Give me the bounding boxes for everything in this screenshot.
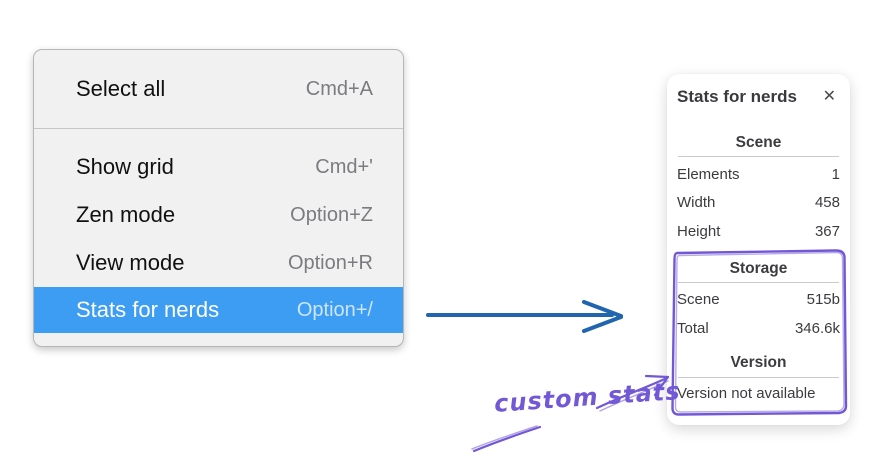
version-note: Version not available	[677, 384, 816, 402]
stat-label: Total	[677, 319, 709, 337]
stat-row-scene-size: Scene 515b	[677, 286, 840, 315]
blue-arrow	[426, 300, 623, 333]
menu-item-stats-for-nerds[interactable]: Stats for nerds Option+/	[34, 287, 403, 333]
menu-item-shortcut: Option+/	[296, 298, 373, 321]
annotation-tail-stroke	[471, 425, 542, 453]
section-heading-storage: Storage	[729, 259, 788, 277]
stat-label: Height	[677, 222, 721, 240]
storage-rows: Scene 515b Total 346.6k	[677, 283, 840, 343]
menu-item-label: Select all	[76, 76, 166, 101]
menu-item-shortcut: Cmd+'	[315, 155, 373, 178]
annotation-arrow	[595, 374, 670, 412]
menu-divider	[34, 128, 403, 129]
menu-item-select-all[interactable]: Select all Cmd+A	[34, 50, 403, 128]
menu-item-label: Zen mode	[76, 202, 176, 227]
menu-item-label: View mode	[76, 250, 185, 275]
close-icon[interactable]: ✕	[822, 88, 836, 105]
stat-value: 1	[831, 165, 840, 183]
menu-item-view-mode[interactable]: View mode Option+R	[34, 239, 403, 287]
stat-label: Elements	[677, 165, 740, 183]
annotation-label: custom stats	[493, 376, 682, 418]
stat-label: Scene	[677, 291, 720, 309]
stat-value: 346.6k	[794, 319, 840, 337]
stat-row-width: Width 458	[677, 189, 840, 218]
menu-item-label: Show grid	[76, 154, 174, 179]
stat-row-total-size: Total 346.6k	[677, 314, 840, 343]
stat-value: 367	[814, 222, 840, 240]
scene-rows: Elements 1 Width 458 Height 367	[677, 157, 840, 246]
menu-item-shortcut: Cmd+A	[305, 77, 373, 100]
stat-row-elements: Elements 1	[677, 160, 840, 189]
section-heading-scene: Scene	[735, 134, 782, 151]
menu-item-show-grid[interactable]: Show grid Cmd+'	[34, 143, 403, 191]
stats-panel: Stats for nerds ✕ Scene Elements 1 Width…	[667, 74, 850, 425]
stat-row-height: Height 367	[677, 217, 840, 246]
stat-value: 515b	[806, 291, 840, 309]
section-heading-version: Version	[730, 353, 787, 371]
menu-item-shortcut: Option+Z	[290, 203, 373, 226]
stats-panel-header: Stats for nerds ✕	[677, 86, 840, 108]
stat-value: 458	[814, 194, 840, 212]
section-divider	[678, 156, 839, 157]
stats-panel-title: Stats for nerds	[677, 87, 797, 106]
context-menu: Select all Cmd+A Show grid Cmd+' Zen mod…	[33, 49, 404, 347]
stat-label: Width	[677, 194, 716, 212]
menu-item-zen-mode[interactable]: Zen mode Option+Z	[34, 191, 403, 239]
menu-item-label: Stats for nerds	[76, 297, 220, 322]
menu-spacer	[34, 129, 403, 143]
menu-item-shortcut: Option+R	[287, 251, 373, 274]
